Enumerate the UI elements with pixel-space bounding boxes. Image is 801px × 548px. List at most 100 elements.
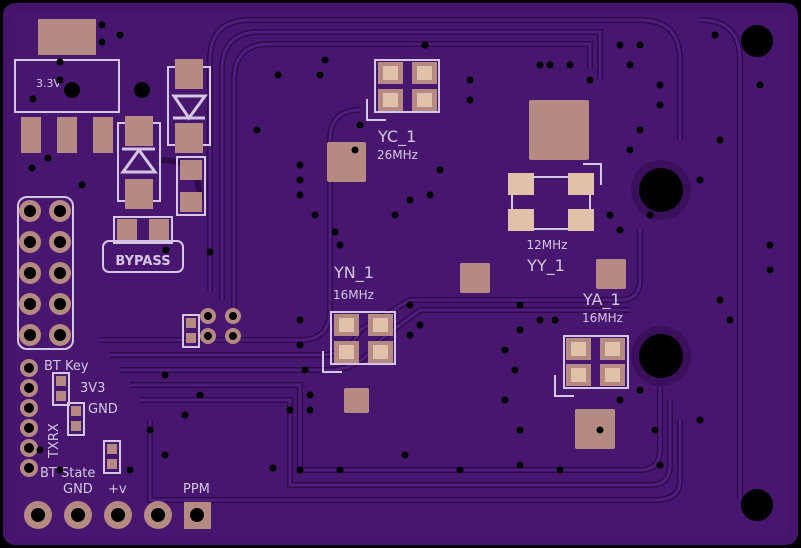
via [161, 451, 169, 459]
via [606, 211, 614, 219]
crystal-ya1: YA_1 16MHz [554, 290, 629, 397]
via [696, 176, 704, 184]
via [116, 31, 124, 39]
via [551, 316, 559, 324]
yn1-freq: 16MHz [333, 288, 374, 302]
via [651, 426, 659, 434]
via [36, 446, 44, 454]
via [406, 196, 414, 204]
via [98, 38, 106, 46]
via [636, 41, 644, 49]
regulator-tab-pad [38, 19, 96, 55]
via [616, 226, 624, 234]
bt-pin-drill [24, 363, 34, 373]
via [586, 76, 594, 84]
via [56, 466, 64, 474]
crystal-yy1: 12MHz YY_1 [508, 163, 602, 276]
regulator-pin-pad [57, 117, 77, 153]
via [716, 136, 724, 144]
via [596, 426, 604, 434]
via [146, 426, 154, 434]
via [466, 76, 474, 84]
via [711, 31, 719, 39]
regulator-label: 3.3V [36, 77, 61, 90]
yy1-freq: 12MHz [527, 238, 568, 252]
via [28, 164, 36, 172]
bt-gnd-label: GND [88, 402, 118, 417]
bt-pin-drill [24, 443, 34, 453]
via [56, 76, 64, 84]
bt-pin-drill [24, 403, 34, 413]
via [696, 416, 704, 424]
via [391, 211, 399, 219]
header-pin-drill [54, 236, 66, 248]
diode-1 [167, 59, 211, 153]
header-pin-drill [24, 205, 36, 217]
ya1-name: YA_1 [582, 290, 621, 310]
via [726, 316, 734, 324]
ya1-freq: 16MHz [582, 311, 623, 325]
regulator-pin-pad [21, 117, 41, 153]
header-2x5 [17, 196, 74, 350]
via [296, 176, 304, 184]
header-vplus-label: +v [108, 482, 127, 497]
via [44, 154, 52, 162]
regulator-3v3: 3.3V [14, 19, 150, 153]
via [636, 126, 644, 134]
header-pin-drill [24, 267, 36, 279]
mount-hole [134, 82, 150, 98]
header-pin-drill [111, 508, 125, 522]
via [161, 371, 169, 379]
header-pin-drill [54, 298, 66, 310]
via [416, 321, 424, 329]
via [436, 166, 444, 174]
solder-jumpers [52, 308, 241, 474]
via [78, 181, 86, 189]
via [766, 241, 774, 249]
crystal-yc1: YC_1 26MHz [366, 59, 440, 162]
regulator-pin-pad [93, 117, 113, 153]
via [286, 406, 294, 414]
via [162, 246, 170, 254]
via [516, 301, 524, 309]
via [766, 266, 774, 274]
yc1-freq: 26MHz [377, 148, 418, 162]
header-gnd-label: GND [63, 482, 93, 497]
bt-3v3-label: 3V3 [80, 381, 105, 396]
mounting-holes [631, 25, 773, 521]
via [511, 366, 519, 374]
bluetooth-header: BT Key 3V3 GND TXRX BT State [20, 359, 118, 481]
via [536, 61, 544, 69]
via [456, 466, 464, 474]
via [296, 466, 304, 474]
via [336, 466, 344, 474]
via [296, 316, 304, 324]
via [636, 386, 644, 394]
header-pin-drill [24, 236, 36, 248]
yc1-name: YC_1 [377, 127, 416, 147]
via [656, 81, 664, 89]
yn1-name: YN_1 [333, 263, 374, 283]
via [296, 341, 304, 349]
capacitor-cm [176, 156, 206, 216]
bt-pin-drill [24, 383, 34, 393]
via [716, 296, 724, 304]
via [331, 228, 339, 236]
bt-state-label: BT State [40, 466, 95, 481]
via [296, 191, 304, 199]
via [401, 451, 409, 459]
via [616, 41, 624, 49]
via [181, 411, 189, 419]
header-pin-drill [24, 298, 36, 310]
header-pin-drill [31, 508, 45, 522]
header-pin-drill [54, 329, 66, 341]
traces [100, 17, 743, 503]
via [269, 464, 277, 472]
via [301, 366, 309, 374]
header-pin-drill [151, 508, 165, 522]
via [421, 41, 429, 49]
via [196, 391, 204, 399]
via [656, 461, 664, 469]
via [56, 58, 64, 66]
